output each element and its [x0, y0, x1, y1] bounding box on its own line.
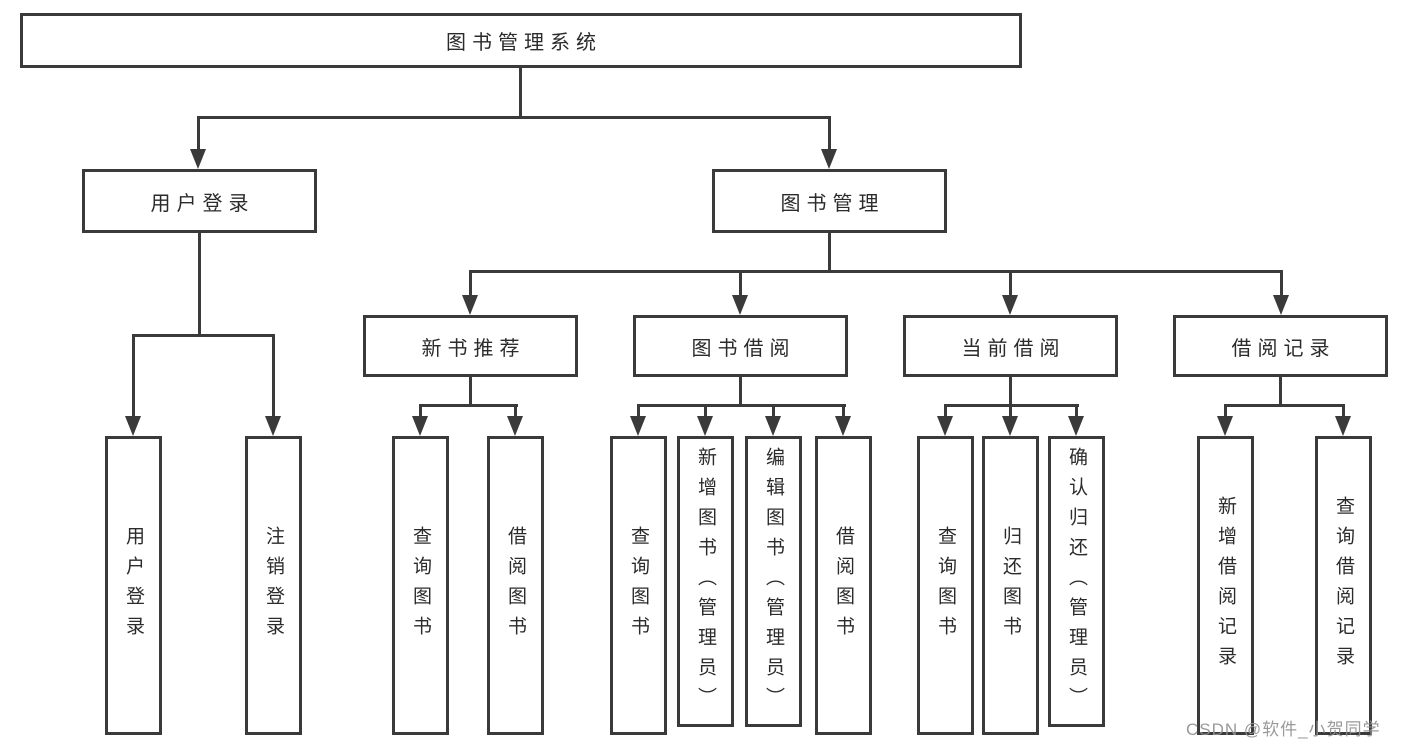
connector-level1-bar	[197, 116, 831, 119]
connector-drop-borrow-records	[1280, 270, 1283, 296]
connector-drop-new-book	[469, 270, 472, 296]
leaf-query-books-recommend: 查询图书	[392, 436, 449, 735]
connector-borrow-records-bar	[1224, 404, 1345, 407]
leaf-user-login: 用户登录	[105, 436, 162, 735]
node-library-management-system: 图书管理系统	[20, 13, 1022, 68]
connector-level2-bar	[469, 270, 1283, 273]
arrow-down-icon	[1217, 416, 1233, 436]
connector-borrow-records-stem	[1279, 375, 1282, 407]
connector-drop	[704, 404, 707, 418]
leaf-edit-books-admin: 编辑图书（管理员）	[745, 436, 802, 727]
arrow-down-icon	[835, 416, 851, 436]
connector-new-book-bar	[419, 404, 518, 407]
connector-drop-book-management	[828, 116, 831, 150]
connector-drop-user-login	[197, 116, 200, 150]
arrow-down-icon	[412, 416, 428, 436]
csdn-watermark: CSDN @软件_小贺同学	[1186, 720, 1381, 739]
arrow-down-icon	[1002, 416, 1018, 436]
arrow-down-icon	[1002, 295, 1018, 315]
arrow-down-icon	[732, 295, 748, 315]
connector-drop	[1075, 404, 1078, 418]
connector-drop-leaf-user-login	[132, 334, 135, 418]
arrow-down-icon	[697, 416, 713, 436]
leaf-query-books-current: 查询图书	[917, 436, 974, 735]
arrow-down-icon	[765, 416, 781, 436]
node-borrow-records: 借阅记录	[1173, 315, 1388, 377]
arrow-down-icon	[1068, 416, 1084, 436]
connector-drop	[514, 404, 517, 418]
leaf-confirm-return-admin: 确认归还（管理员）	[1048, 436, 1105, 727]
connector-drop-book-borrow	[739, 270, 742, 296]
arrow-down-icon	[937, 416, 953, 436]
connector-drop-current-borrow	[1009, 270, 1012, 296]
connector-drop-leaf-logout	[272, 334, 275, 418]
connector-root-stem	[519, 66, 522, 119]
arrow-down-icon	[190, 149, 206, 169]
arrow-down-icon	[1335, 416, 1351, 436]
leaf-borrow-books-recommend: 借阅图书	[487, 436, 544, 735]
connector-book-borrow-stem	[739, 375, 742, 407]
node-book-management: 图书管理	[712, 169, 947, 233]
connector-current-borrow-stem	[1009, 375, 1012, 407]
connector-user-login-stem	[198, 231, 201, 337]
arrow-down-icon	[821, 149, 837, 169]
connector-user-login-bar	[132, 334, 275, 337]
arrow-down-icon	[1273, 295, 1289, 315]
leaf-logout: 注销登录	[245, 436, 302, 735]
connector-drop	[419, 404, 422, 418]
arrow-down-icon	[462, 295, 478, 315]
arrow-down-icon	[125, 416, 141, 436]
node-user-login: 用户登录	[82, 169, 317, 233]
connector-book-borrow-bar	[637, 404, 846, 407]
connector-drop	[637, 404, 640, 418]
connector-drop	[944, 404, 947, 418]
connector-drop	[1224, 404, 1227, 418]
connector-drop	[842, 404, 845, 418]
connector-new-book-stem	[469, 375, 472, 407]
leaf-query-borrow-record: 查询借阅记录	[1315, 436, 1372, 735]
leaf-query-books-borrow: 查询图书	[610, 436, 667, 735]
leaf-add-books-admin: 新增图书（管理员）	[677, 436, 734, 727]
node-current-borrow: 当前借阅	[903, 315, 1118, 377]
connector-drop	[772, 404, 775, 418]
connector-book-management-stem	[828, 231, 831, 273]
arrow-down-icon	[630, 416, 646, 436]
node-new-book-recommend: 新书推荐	[363, 315, 578, 377]
connector-drop	[1009, 404, 1012, 418]
connector-drop	[1342, 404, 1345, 418]
node-book-borrow: 图书借阅	[633, 315, 848, 377]
leaf-return-books: 归还图书	[982, 436, 1039, 735]
arrow-down-icon	[507, 416, 523, 436]
leaf-add-borrow-record: 新增借阅记录	[1197, 436, 1254, 735]
arrow-down-icon	[265, 416, 281, 436]
leaf-borrow-books: 借阅图书	[815, 436, 872, 735]
